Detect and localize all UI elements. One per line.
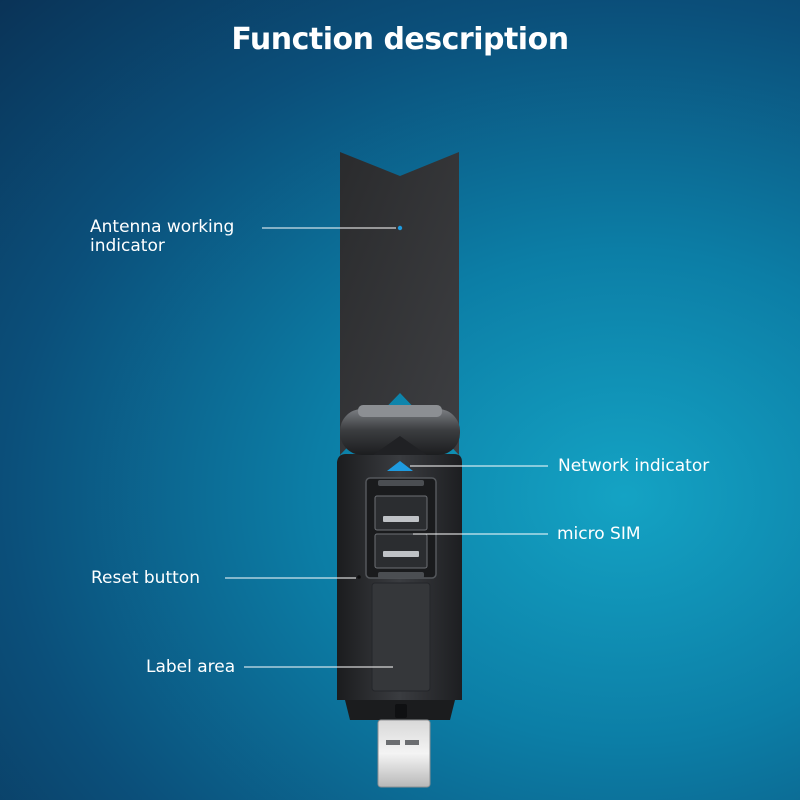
- label-area-panel: [371, 582, 431, 692]
- reset-hole: [357, 575, 361, 579]
- reset-button-label: Reset button: [91, 568, 200, 588]
- page-title: Function description: [231, 22, 569, 57]
- sim-slot-top: [374, 495, 428, 531]
- network-indicator-light: [387, 461, 413, 471]
- usb-plug: [377, 719, 431, 788]
- label-area-label: Label area: [146, 657, 236, 677]
- micro-sim-label: micro SIM: [557, 524, 641, 544]
- antenna-hinge: [340, 409, 460, 455]
- network-indicator-label: Network indicator: [558, 456, 710, 476]
- antenna-indicator-label: Antenna working indicator: [90, 217, 235, 256]
- antenna-indicator-light: [397, 225, 403, 231]
